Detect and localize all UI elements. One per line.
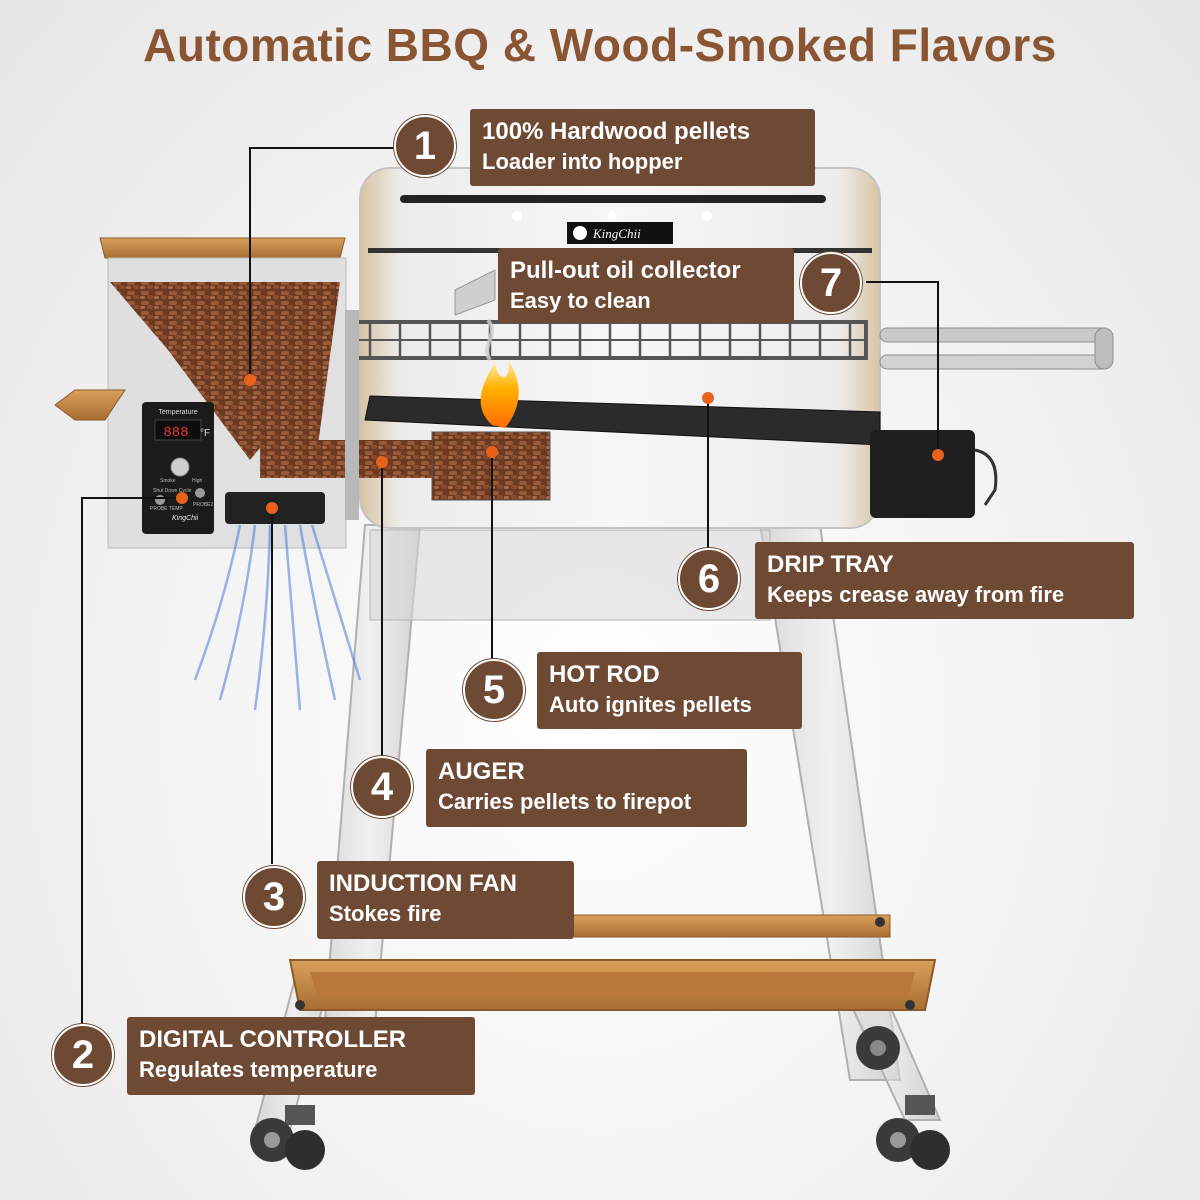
leader-lines (81, 147, 939, 1024)
dial-label-smoke: Smoke (160, 478, 176, 484)
probe2-button[interactable] (195, 488, 205, 498)
callout-7-box: Pull-out oil collector Easy to clean (498, 248, 794, 323)
callout-7-heading: Pull-out oil collector (510, 257, 741, 284)
callout-4-number: 4 (351, 756, 413, 818)
side-handle (879, 327, 1114, 370)
callout-5-heading: HOT ROD (549, 661, 660, 688)
callout-5-detail: Auto ignites pellets (549, 692, 752, 717)
callout-6-detail: Keeps crease away from fire (767, 582, 1065, 607)
shutdown-label: Shut Down Cycle (153, 488, 192, 494)
callout-5-number: 5 (463, 659, 525, 721)
callout-3-heading: INDUCTION FAN (329, 870, 517, 897)
controller-display: 888 (163, 425, 188, 441)
controller-unit: °F (200, 428, 210, 439)
wheels (250, 1026, 950, 1170)
callout-4-box: AUGER Carries pellets to firepot (426, 749, 747, 827)
callout-3-box: INDUCTION FAN Stokes fire (317, 861, 574, 939)
controller-header: Temperature (158, 409, 197, 416)
oil-collector (870, 430, 998, 518)
callout-1-number: 1 (394, 115, 456, 177)
temperature-dial[interactable] (170, 457, 190, 477)
digital-controller-panel: Temperature 888 °F Smoke High Shut Down … (142, 402, 214, 534)
callout-1-box: 100% Hardwood pellets Loader into hopper (470, 109, 815, 186)
page-title: Automatic BBQ & Wood-Smoked Flavors (143, 19, 1057, 71)
callout-2-detail: Regulates temperature (139, 1057, 378, 1082)
callout-5-box: HOT ROD Auto ignites pellets (537, 652, 802, 729)
callout-2-box: DIGITAL CONTROLLER Regulates temperature (127, 1017, 475, 1095)
callout-7-detail: Easy to clean (510, 288, 651, 313)
probe2-label: PROBE2 (193, 502, 214, 508)
callout-3-number: 3 (243, 866, 305, 928)
callout-4-heading: AUGER (438, 758, 525, 785)
callout-markers (176, 374, 944, 514)
callout-7-number: 7 (800, 252, 862, 314)
callout-3-detail: Stokes fire (329, 901, 442, 926)
callout-4-detail: Carries pellets to firepot (438, 789, 692, 814)
side-shelf-bracket (54, 389, 126, 421)
callout-2-number: 2 (52, 1024, 114, 1086)
dial-label-high: High (192, 478, 203, 484)
fire-flame (480, 318, 519, 428)
callout-6-heading: DRIP TRAY (767, 551, 894, 578)
callout-6-box: DRIP TRAY Keeps crease away from fire (755, 542, 1134, 619)
probe-temp-label: PROBE TEMP (150, 506, 183, 512)
controller-brand: KingChii (172, 515, 199, 522)
callout-6-number: 6 (678, 548, 740, 610)
barrel-brand-label: KingChii (592, 226, 641, 241)
induction-fan (193, 492, 362, 711)
shutdown-button[interactable] (155, 495, 165, 505)
callout-1-heading: 100% Hardwood pellets (482, 118, 751, 145)
callout-2-heading: DIGITAL CONTROLLER (139, 1026, 407, 1053)
callout-1-detail: Loader into hopper (482, 149, 683, 174)
